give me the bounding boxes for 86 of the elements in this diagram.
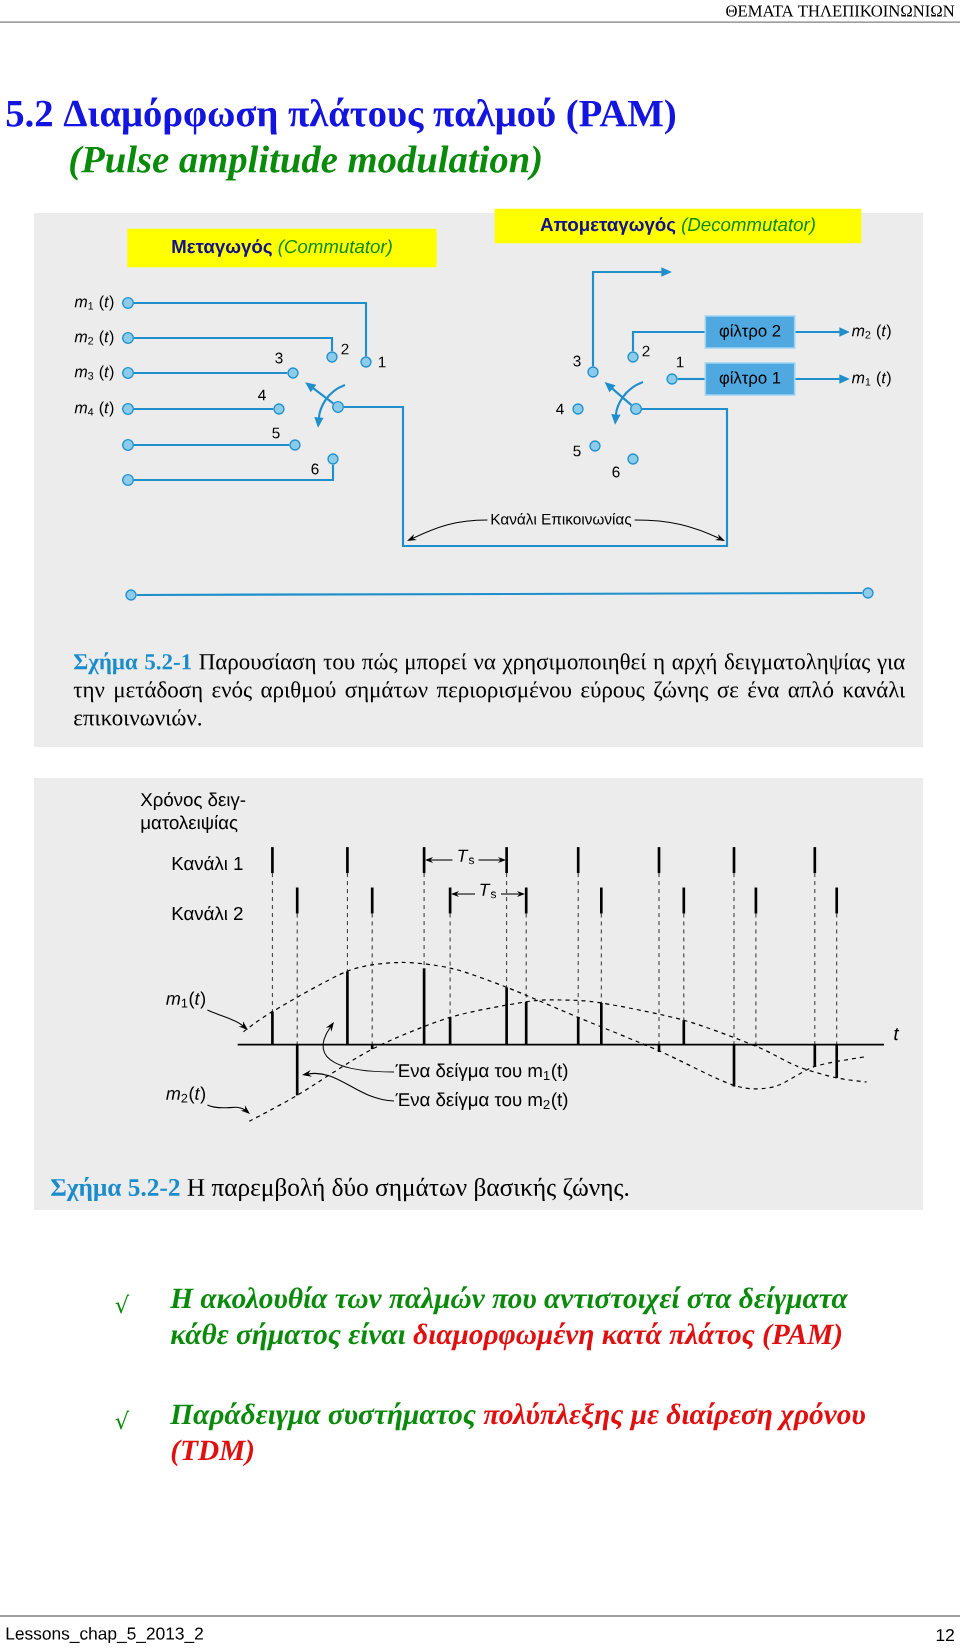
input-terminal (122, 332, 134, 344)
switch-pivot (332, 401, 344, 413)
signal-label: m$_{2}$ (t) (74, 330, 114, 346)
page-header: ΘΕΜΑΤΑ ΤΗΛΕΠΙΚΟΙΝΩΝΙΩΝ (726, 5, 955, 17)
contact-number: 1 (378, 356, 386, 368)
switch-contact (326, 351, 338, 363)
annotation-text: Ένα δείγμα του m$_{1}$(t) (395, 1063, 568, 1081)
switch-contact (360, 356, 372, 368)
contact-number: 2 (642, 345, 650, 357)
wire (134, 464, 335, 482)
input-terminal (122, 474, 134, 486)
contact-number: 5 (573, 445, 581, 457)
footer-text: Lessons_chap_5_2013_2 (6, 1626, 203, 1644)
line-terminal (862, 587, 874, 599)
switch-contact (273, 403, 285, 415)
wire (631, 330, 705, 352)
wire (134, 336, 334, 352)
leader-line (634, 519, 725, 541)
contact-number: 4 (556, 403, 564, 415)
label: (TDM) (171, 1439, 254, 1467)
contact-number: 6 (612, 466, 620, 478)
signal-label: m$_{4}$ (t) (74, 401, 114, 417)
switch-contact (627, 453, 639, 465)
contact-number: 3 (573, 355, 581, 367)
heading-box: Απομεταγωγός (Decommutator) (494, 208, 862, 244)
wire (134, 407, 274, 411)
channel-label: Κανάλι Επικοινωνίας (487, 510, 635, 530)
switch-contact (327, 453, 339, 465)
switch-contact (627, 351, 639, 363)
wire (136, 591, 863, 597)
contact-number: 5 (272, 427, 280, 439)
wire (134, 371, 288, 375)
signal-label: m$_{1}$ (t) (74, 295, 114, 311)
page-title: 5.2 Διαμόρφωση πλάτους παλμού (PAM) (6, 97, 675, 135)
page-subtitle: (Pulse amplitude modulation) (70, 145, 541, 181)
leader-line (322, 1022, 395, 1073)
input-terminal (122, 367, 134, 379)
signal-label: m$_{3}$ (t) (74, 365, 114, 381)
sampling-plot-drawing (242, 847, 868, 1122)
row-label: Κανάλι 1 (172, 855, 243, 871)
line-terminal (125, 589, 137, 601)
wire (134, 301, 368, 357)
bullet-text: Παράδειγμα συστήματος πολύπλεξης με διαίρεση χρόνου (TDM) (170, 1402, 865, 1467)
contact-number: 2 (341, 343, 349, 355)
period-label: T$_{s}$ (480, 883, 497, 899)
figure-caption: Σχήμα 5.2-1 Παρουσίαση του πώς μπορεί να χρησιμοποιηθεί η αρχή δειγματοληψίας για την μετάδοση ενός αριθμού σημάτων περιορισμένου εύρους ζώνης σε ένα απλό κανάλι επικοινωνιών. (73, 652, 906, 726)
signal-label: m$_{2}$(t) (166, 1086, 205, 1104)
leader-line (206, 1009, 248, 1030)
input-terminal (122, 403, 134, 415)
contact-number: 4 (258, 389, 266, 401)
label: Παράδειγμα συστήματος (170, 1402, 476, 1431)
filter-box: φίλτρο 2 (704, 315, 796, 349)
label: πολύπλεξης με διαίρεση χρόνου (483, 1402, 865, 1431)
leader-line (206, 1104, 250, 1114)
signal-label: m$_{2}$ (t) (851, 324, 891, 340)
axis-label: t (894, 1027, 900, 1041)
check-mark: √ (115, 1410, 130, 1430)
leader-line (407, 519, 488, 541)
wire (344, 405, 729, 548)
switch-contact (287, 367, 299, 379)
input-terminal (122, 297, 134, 309)
signal-label: m$_{1}$(t) (166, 991, 205, 1009)
wire (134, 443, 290, 447)
switch-contact (587, 366, 599, 378)
contact-number: 1 (676, 356, 684, 368)
period-label: T$_{s}$ (458, 849, 475, 865)
switch-contact (572, 403, 584, 415)
axis-title: Χρόνος δειγ- (140, 792, 246, 810)
row-label: Κανάλι 2 (172, 905, 243, 921)
axis-title: ματολειψίας (141, 815, 238, 833)
filter-box: φίλτρο 1 (704, 362, 796, 396)
bullet-text: Η ακολουθία των παλμών που αντιστοιχεί στα δείγματα κάθε σήματος είναι διαμορφωμένη κατά πλάτος (PAM) (170, 1286, 848, 1351)
annotation-text: Ένα δείγμα του m$_{2}$(t) (395, 1092, 568, 1110)
contact-number: 6 (311, 463, 319, 475)
page-number: 12 (936, 1628, 954, 1642)
figure-caption: Σχήμα 5.2-2 Η παρεμβολή δύο σημάτων βασικής ζώνης. (51, 1176, 629, 1202)
switch-contact (589, 440, 601, 452)
signal-label: m$_{1}$ (t) (851, 371, 891, 387)
check-mark: √ (115, 1294, 130, 1314)
wire (677, 377, 705, 381)
input-terminal (122, 439, 134, 451)
switch-contact (289, 439, 301, 451)
switch-pivot (630, 403, 642, 415)
heading-box: Μεταγωγός (Commutator) (127, 228, 437, 268)
switch-contact (666, 373, 678, 385)
contact-number: 3 (275, 352, 283, 364)
